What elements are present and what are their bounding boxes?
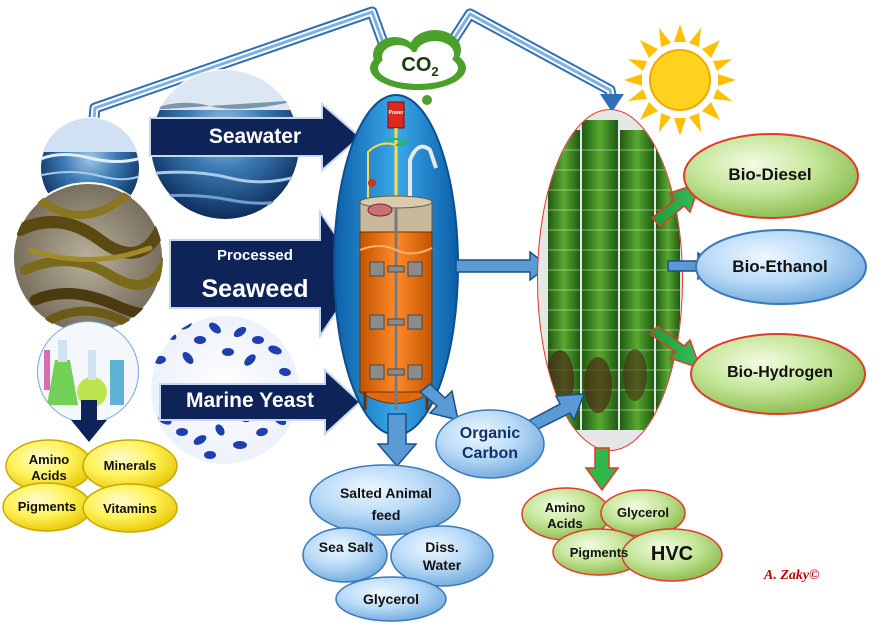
reactor-to-algae-arrow [455, 250, 550, 282]
reactor-products-arrow [376, 413, 418, 468]
algae-products-group [521, 487, 723, 582]
reactor-to-carbon-arrow [418, 383, 459, 422]
carbon-to-algae-arrow [528, 393, 586, 431]
seaweed-photo [12, 182, 164, 334]
co2-loop-arrow-right [445, 8, 618, 102]
marine-yeast-arrow [159, 367, 362, 437]
bioreactor [333, 94, 459, 436]
lab-products-arrow [71, 400, 107, 442]
seawater-arrow [149, 101, 362, 173]
co2-cloud [370, 30, 466, 113]
biofuels-group [683, 133, 867, 415]
organic-carbon-oval [435, 409, 545, 479]
algae-products-arrow [584, 447, 620, 492]
copyright-label: A. Zaky© [764, 568, 820, 583]
reactor-products-group [302, 464, 494, 622]
bio-hydrogen-arrow [648, 325, 702, 370]
left-products-group [2, 439, 178, 533]
sun-icon [624, 24, 736, 136]
